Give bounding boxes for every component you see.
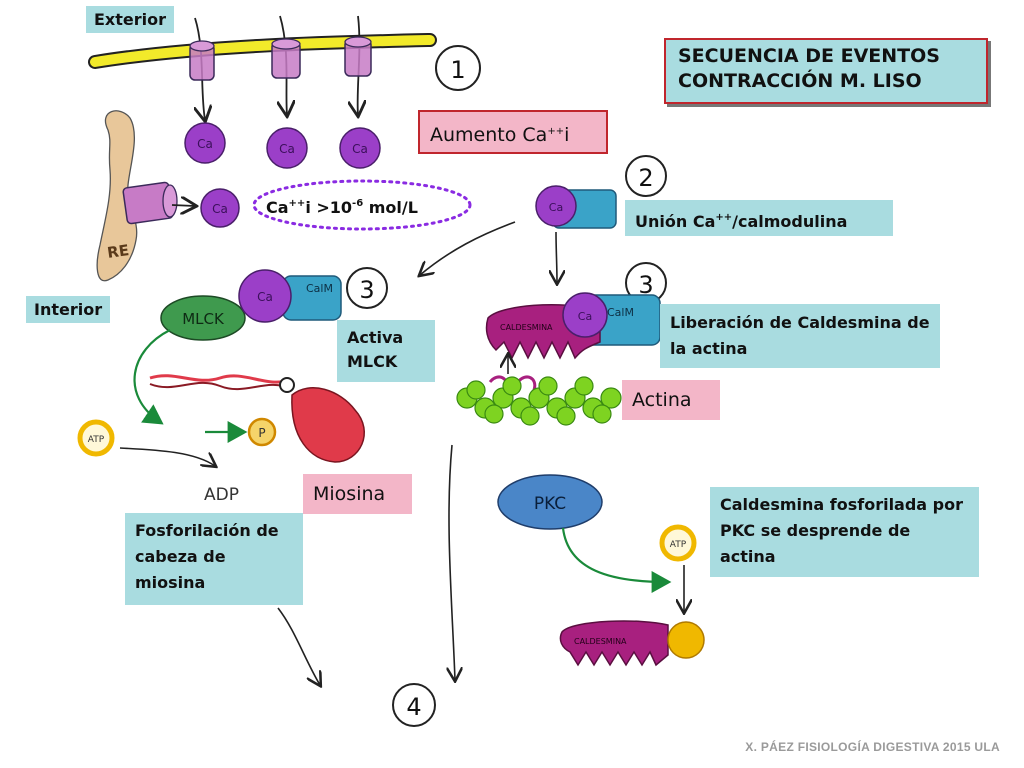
- calcium-ion-2: Ca: [266, 127, 308, 169]
- footer-credit: X. PÁEZ FISIOLOGÍA DIGESTIVA 2015 ULA: [745, 740, 1000, 754]
- svg-text:Ca: Ca: [549, 201, 563, 214]
- svg-text:Ca: Ca: [257, 290, 273, 304]
- svg-text:Ca: Ca: [212, 202, 228, 216]
- liberacion-caldesmina-box: Liberación de Caldesmina de la actina: [660, 304, 940, 368]
- arrow-to-step-4: [449, 444, 455, 680]
- step-3-circle-left: 3: [346, 267, 388, 309]
- calcium-ions: Ca Ca Ca Ca: [184, 122, 381, 228]
- atp-left: ATP: [77, 419, 115, 457]
- step-1-circle: 1: [435, 45, 481, 91]
- calcium-ion-1: Ca: [184, 122, 226, 164]
- activa-mlck-box: Activa MLCK: [337, 320, 435, 382]
- step-4-circle: 4: [392, 683, 436, 727]
- adp-label: ADP: [204, 485, 239, 505]
- svg-text:CalM: CalM: [306, 282, 333, 295]
- svg-text:4: 4: [406, 693, 421, 721]
- svg-text:Ca: Ca: [197, 137, 213, 151]
- channel-2: [271, 15, 301, 115]
- svg-text:PKC: PKC: [534, 494, 566, 514]
- arrow-to-caldesmin: [556, 231, 557, 283]
- svg-text:CALDESMINA: CALDESMINA: [500, 323, 553, 332]
- actina-label: Actina: [622, 380, 720, 420]
- re-channel: [122, 181, 195, 225]
- union-calmodulina-box: Unión Ca++/calmodulina: [625, 200, 893, 236]
- step-2-circle: 2: [625, 155, 667, 197]
- channel-3: [344, 15, 372, 115]
- atp-right: ATP: [659, 524, 697, 562]
- reticulum-re: RE: [96, 110, 138, 282]
- phosphorylated-caldesmin: CALDESMINA: [559, 620, 705, 667]
- calcium-ion-4: Ca: [200, 188, 240, 228]
- svg-text:MLCK: MLCK: [182, 310, 225, 328]
- interior-label: Interior: [26, 296, 111, 323]
- exterior-label: Exterior: [86, 6, 175, 33]
- aumento-suffix: i: [564, 124, 570, 146]
- atp-to-adp-arrow: [119, 447, 215, 466]
- re-label: RE: [106, 241, 130, 262]
- svg-text:ATP: ATP: [670, 540, 687, 550]
- aumento-base: Aumento Ca: [430, 124, 548, 146]
- svg-text:Ca: Ca: [279, 142, 295, 156]
- svg-text:CALDESMINA: CALDESMINA: [574, 637, 627, 646]
- calcium-channels: [189, 15, 372, 120]
- aumento-sup: ++: [547, 126, 565, 137]
- calcium-calmodulin-complex: Ca: [535, 185, 617, 229]
- miosina-label: Miosina: [303, 474, 412, 514]
- calcium-ion-3: Ca: [339, 127, 381, 169]
- calcium-concentration-label: Ca++i >10-6 mol/L: [266, 198, 418, 217]
- actin-filament: [456, 375, 622, 426]
- myosin: P: [149, 374, 365, 463]
- svg-text:Ca: Ca: [578, 310, 592, 323]
- calcium-concentration-oval: [252, 179, 472, 231]
- svg-text:P: P: [258, 426, 265, 440]
- title-line-2: CONTRACCIÓN M. LISO: [678, 70, 922, 92]
- title-line-1: SECUENCIA DE EVENTOS: [678, 45, 940, 67]
- caldesmin-calmodulin-complex: CalM CALDESMINA Ca: [485, 292, 661, 360]
- caldesmina-pkc-box: Caldesmina fosforilada por PKC se despre…: [710, 487, 979, 577]
- pkc-action-arrow: [561, 527, 672, 593]
- arrow-myosin-to-step-4: [277, 607, 320, 685]
- diagram-title: SECUENCIA DE EVENTOS CONTRACCIÓN M. LISO: [664, 38, 988, 104]
- svg-text:2: 2: [638, 164, 653, 192]
- mlck-activation-arrow: [133, 329, 171, 425]
- svg-text:1: 1: [450, 56, 465, 84]
- cell-membrane: [88, 33, 437, 69]
- fosforilacion-box: Fosforilación de cabeza de miosina: [125, 513, 303, 605]
- channel-1: [189, 17, 215, 120]
- svg-text:Ca: Ca: [352, 142, 368, 156]
- pkc: PKC: [497, 474, 603, 530]
- svg-text:CalM: CalM: [607, 306, 634, 319]
- svg-text:3: 3: [638, 271, 653, 299]
- svg-text:ATP: ATP: [88, 435, 105, 445]
- arrow-to-mlck: [420, 221, 516, 275]
- mlck-complex: CalM MLCK Ca: [160, 269, 342, 341]
- aumento-calcio-box: Aumento Ca++i: [418, 110, 608, 154]
- svg-text:3: 3: [359, 276, 374, 304]
